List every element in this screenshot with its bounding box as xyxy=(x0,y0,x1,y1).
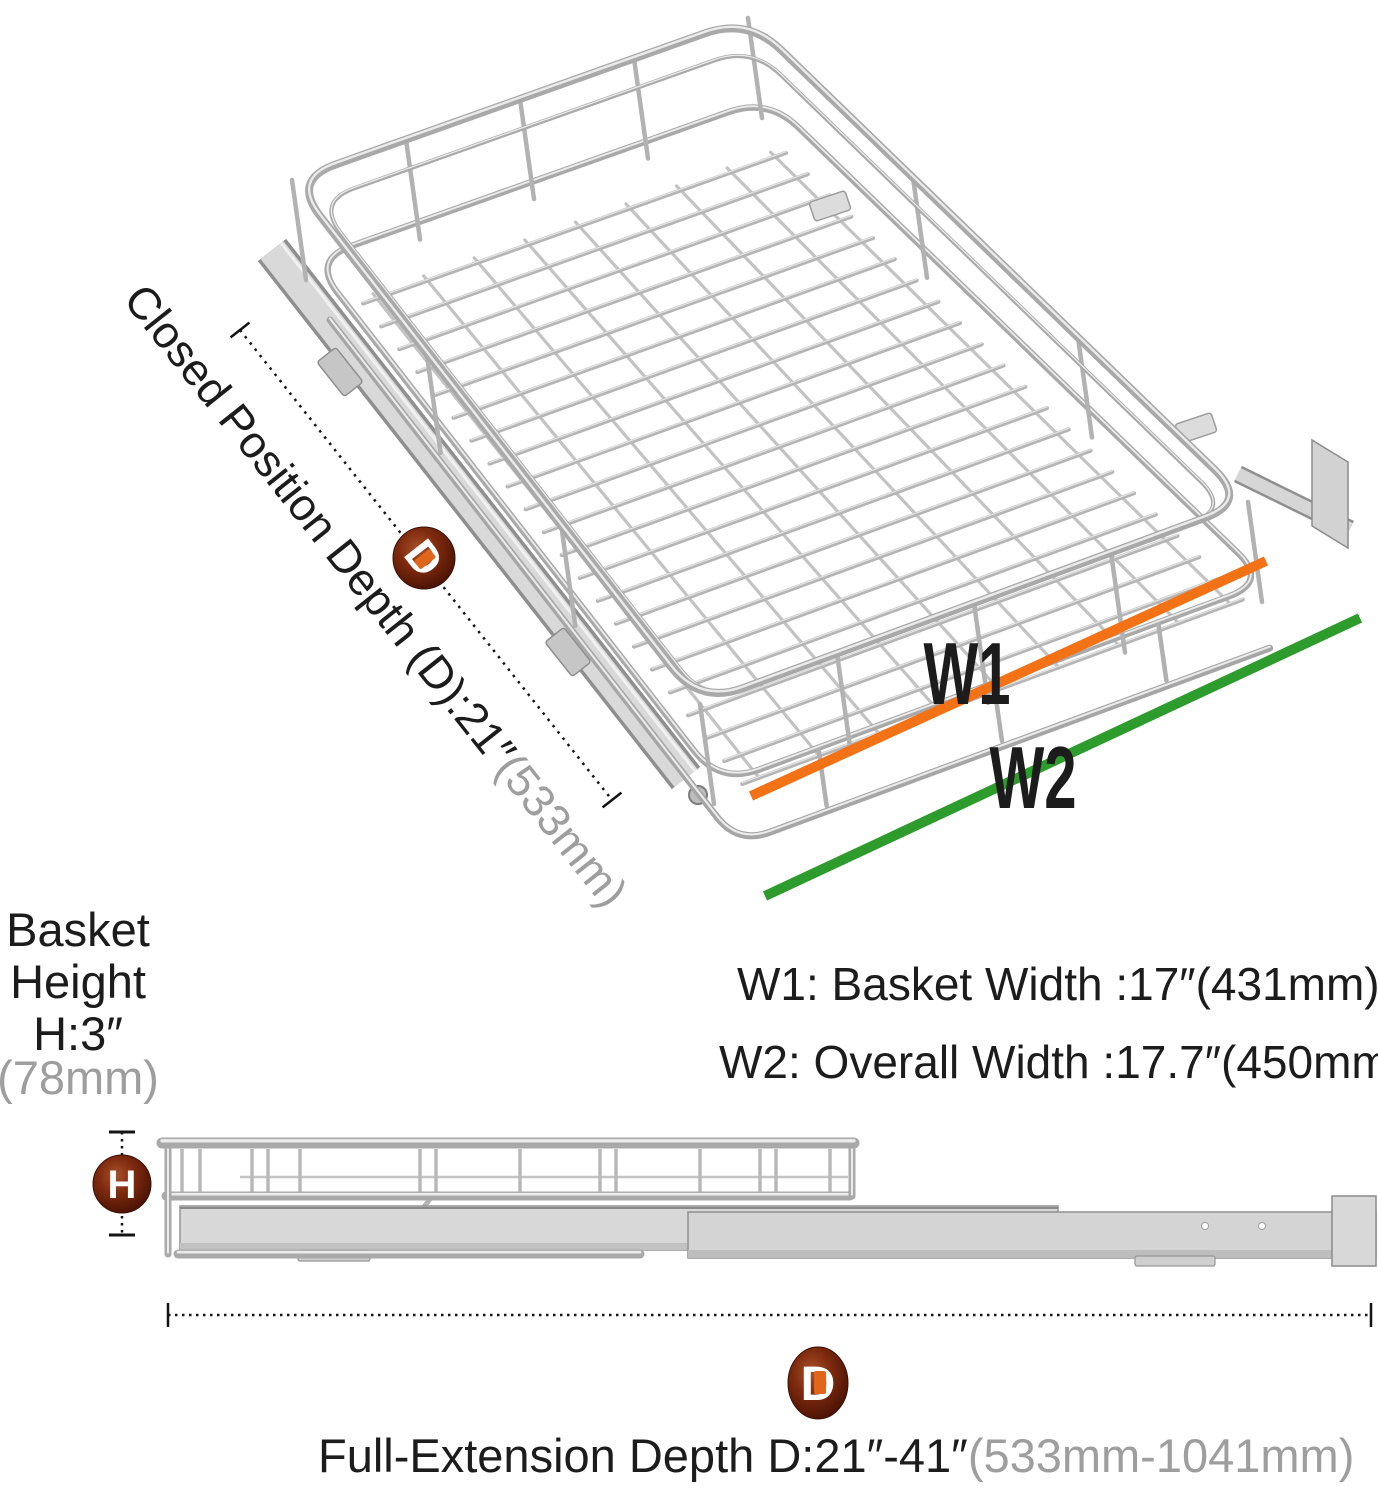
closed-depth-tick-end xyxy=(601,791,623,809)
w1-line xyxy=(748,556,1269,801)
w1-label: W1 xyxy=(923,625,1010,723)
badge-d2-counter xyxy=(814,1371,826,1394)
height-dimension: H xyxy=(92,1130,152,1237)
width-specs: W1: Basket Width :17″(431mm) W2: Overall… xyxy=(719,958,1378,1088)
w2-label: W2 xyxy=(989,729,1076,827)
full-extension-label-main: Full-Extension Depth D:21″-41″ xyxy=(318,1429,968,1482)
side-view-image xyxy=(156,1137,1377,1267)
basket-top-view-image xyxy=(257,15,1354,840)
w2-line xyxy=(762,613,1363,901)
basket-height-line1: Basket xyxy=(6,903,150,956)
closed-depth-label-main: Closed Position Depth (D):21″ xyxy=(114,275,526,776)
full-extension-label: Full-Extension Depth D:21″-41″(533mm-104… xyxy=(318,1429,1354,1482)
closed-depth-label-mm: (533mm) xyxy=(486,744,638,917)
basket-height-mm: (78mm) xyxy=(0,1051,159,1104)
width-indicators: W1 W2 xyxy=(748,556,1363,901)
height-badge-circle xyxy=(92,1154,152,1214)
basket-height-line2: Height xyxy=(10,955,146,1008)
w1-spec-text: W1: Basket Width :17″(431mm) xyxy=(737,958,1378,1010)
w2-spec-text: W2: Overall Width :17.7″(450mm) xyxy=(719,1036,1378,1088)
basket-height-label: Basket Height H:3″ (78mm) xyxy=(0,903,159,1104)
basket-height-line3: H:3″ xyxy=(33,1007,123,1060)
badge-h-letter: H xyxy=(108,1163,137,1207)
closed-depth-tick-start xyxy=(229,321,251,339)
full-extension-dimension: D Full-Extension Depth D:21″-41″(533mm-1… xyxy=(166,1303,1373,1482)
full-extension-label-mm: (533mm-1041mm) xyxy=(968,1429,1355,1482)
badge-d-counter xyxy=(414,549,436,569)
